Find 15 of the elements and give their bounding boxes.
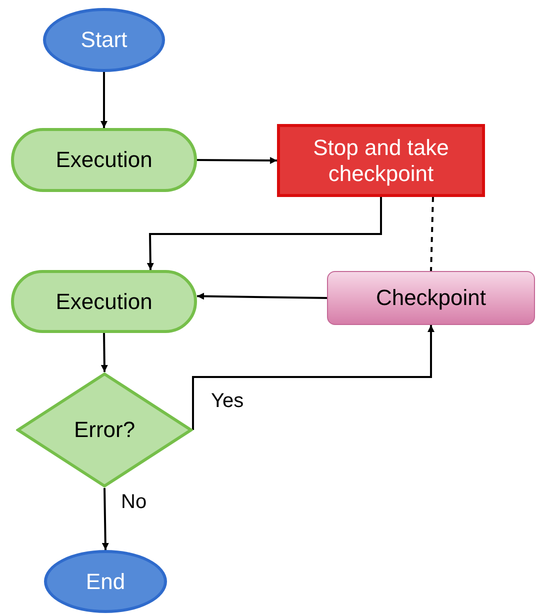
process-stadium: Execution <box>11 128 197 192</box>
terminal-ellipse: End <box>44 550 167 613</box>
terminal-ellipse: Start <box>43 8 165 72</box>
process-stadium: Execution <box>11 270 197 333</box>
checkpoint-box: Checkpoint <box>327 271 535 325</box>
arrow <box>192 325 434 430</box>
arrow <box>196 292 328 300</box>
arrow <box>146 197 382 270</box>
arrow <box>100 332 108 372</box>
process-box: Stop and take checkpoint <box>277 124 485 197</box>
dashed-connector <box>430 196 434 272</box>
decision-diamond: Error? <box>16 372 193 488</box>
arrow <box>102 488 109 550</box>
arrow <box>100 72 108 128</box>
arrow <box>197 156 277 164</box>
